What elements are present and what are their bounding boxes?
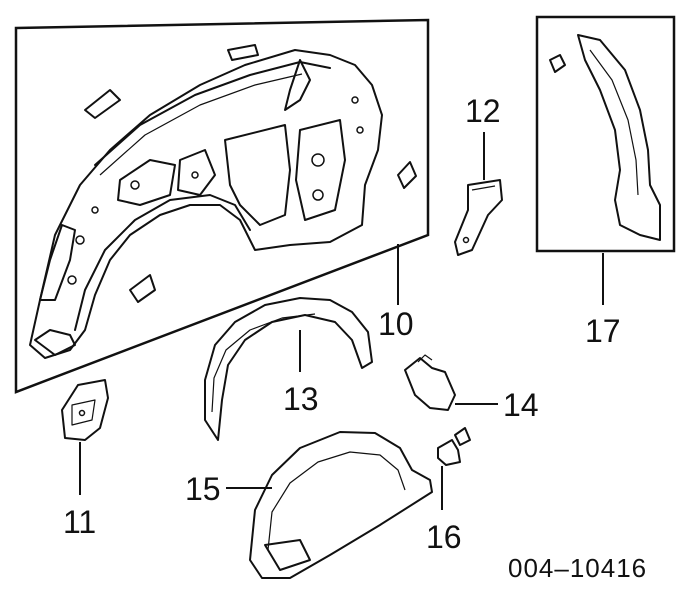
part-13-wheelhouse-arch (204, 297, 373, 441)
part-12-strap-bracket (454, 179, 503, 256)
callout-13: 13 (283, 381, 319, 417)
callout-10: 10 (378, 306, 414, 342)
part-16-patch (437, 427, 471, 466)
part-10-frame (14, 18, 430, 394)
part-17-pillar (535, 15, 676, 253)
callout-16: 16 (426, 519, 462, 555)
part-15-outer-wheelhouse (249, 431, 433, 579)
figure-code: 004–10416 (508, 553, 647, 583)
callout-15: 15 (185, 471, 221, 507)
part-14-extension (404, 354, 456, 411)
part-17-frame (535, 15, 676, 253)
callout-14: 14 (503, 387, 539, 423)
callout-17: 17 (585, 313, 621, 349)
part-11-bracket (61, 379, 109, 441)
callout-12: 12 (465, 93, 501, 129)
callout-11: 11 (63, 504, 96, 540)
part-10-quarter-inner-panel (14, 18, 430, 394)
